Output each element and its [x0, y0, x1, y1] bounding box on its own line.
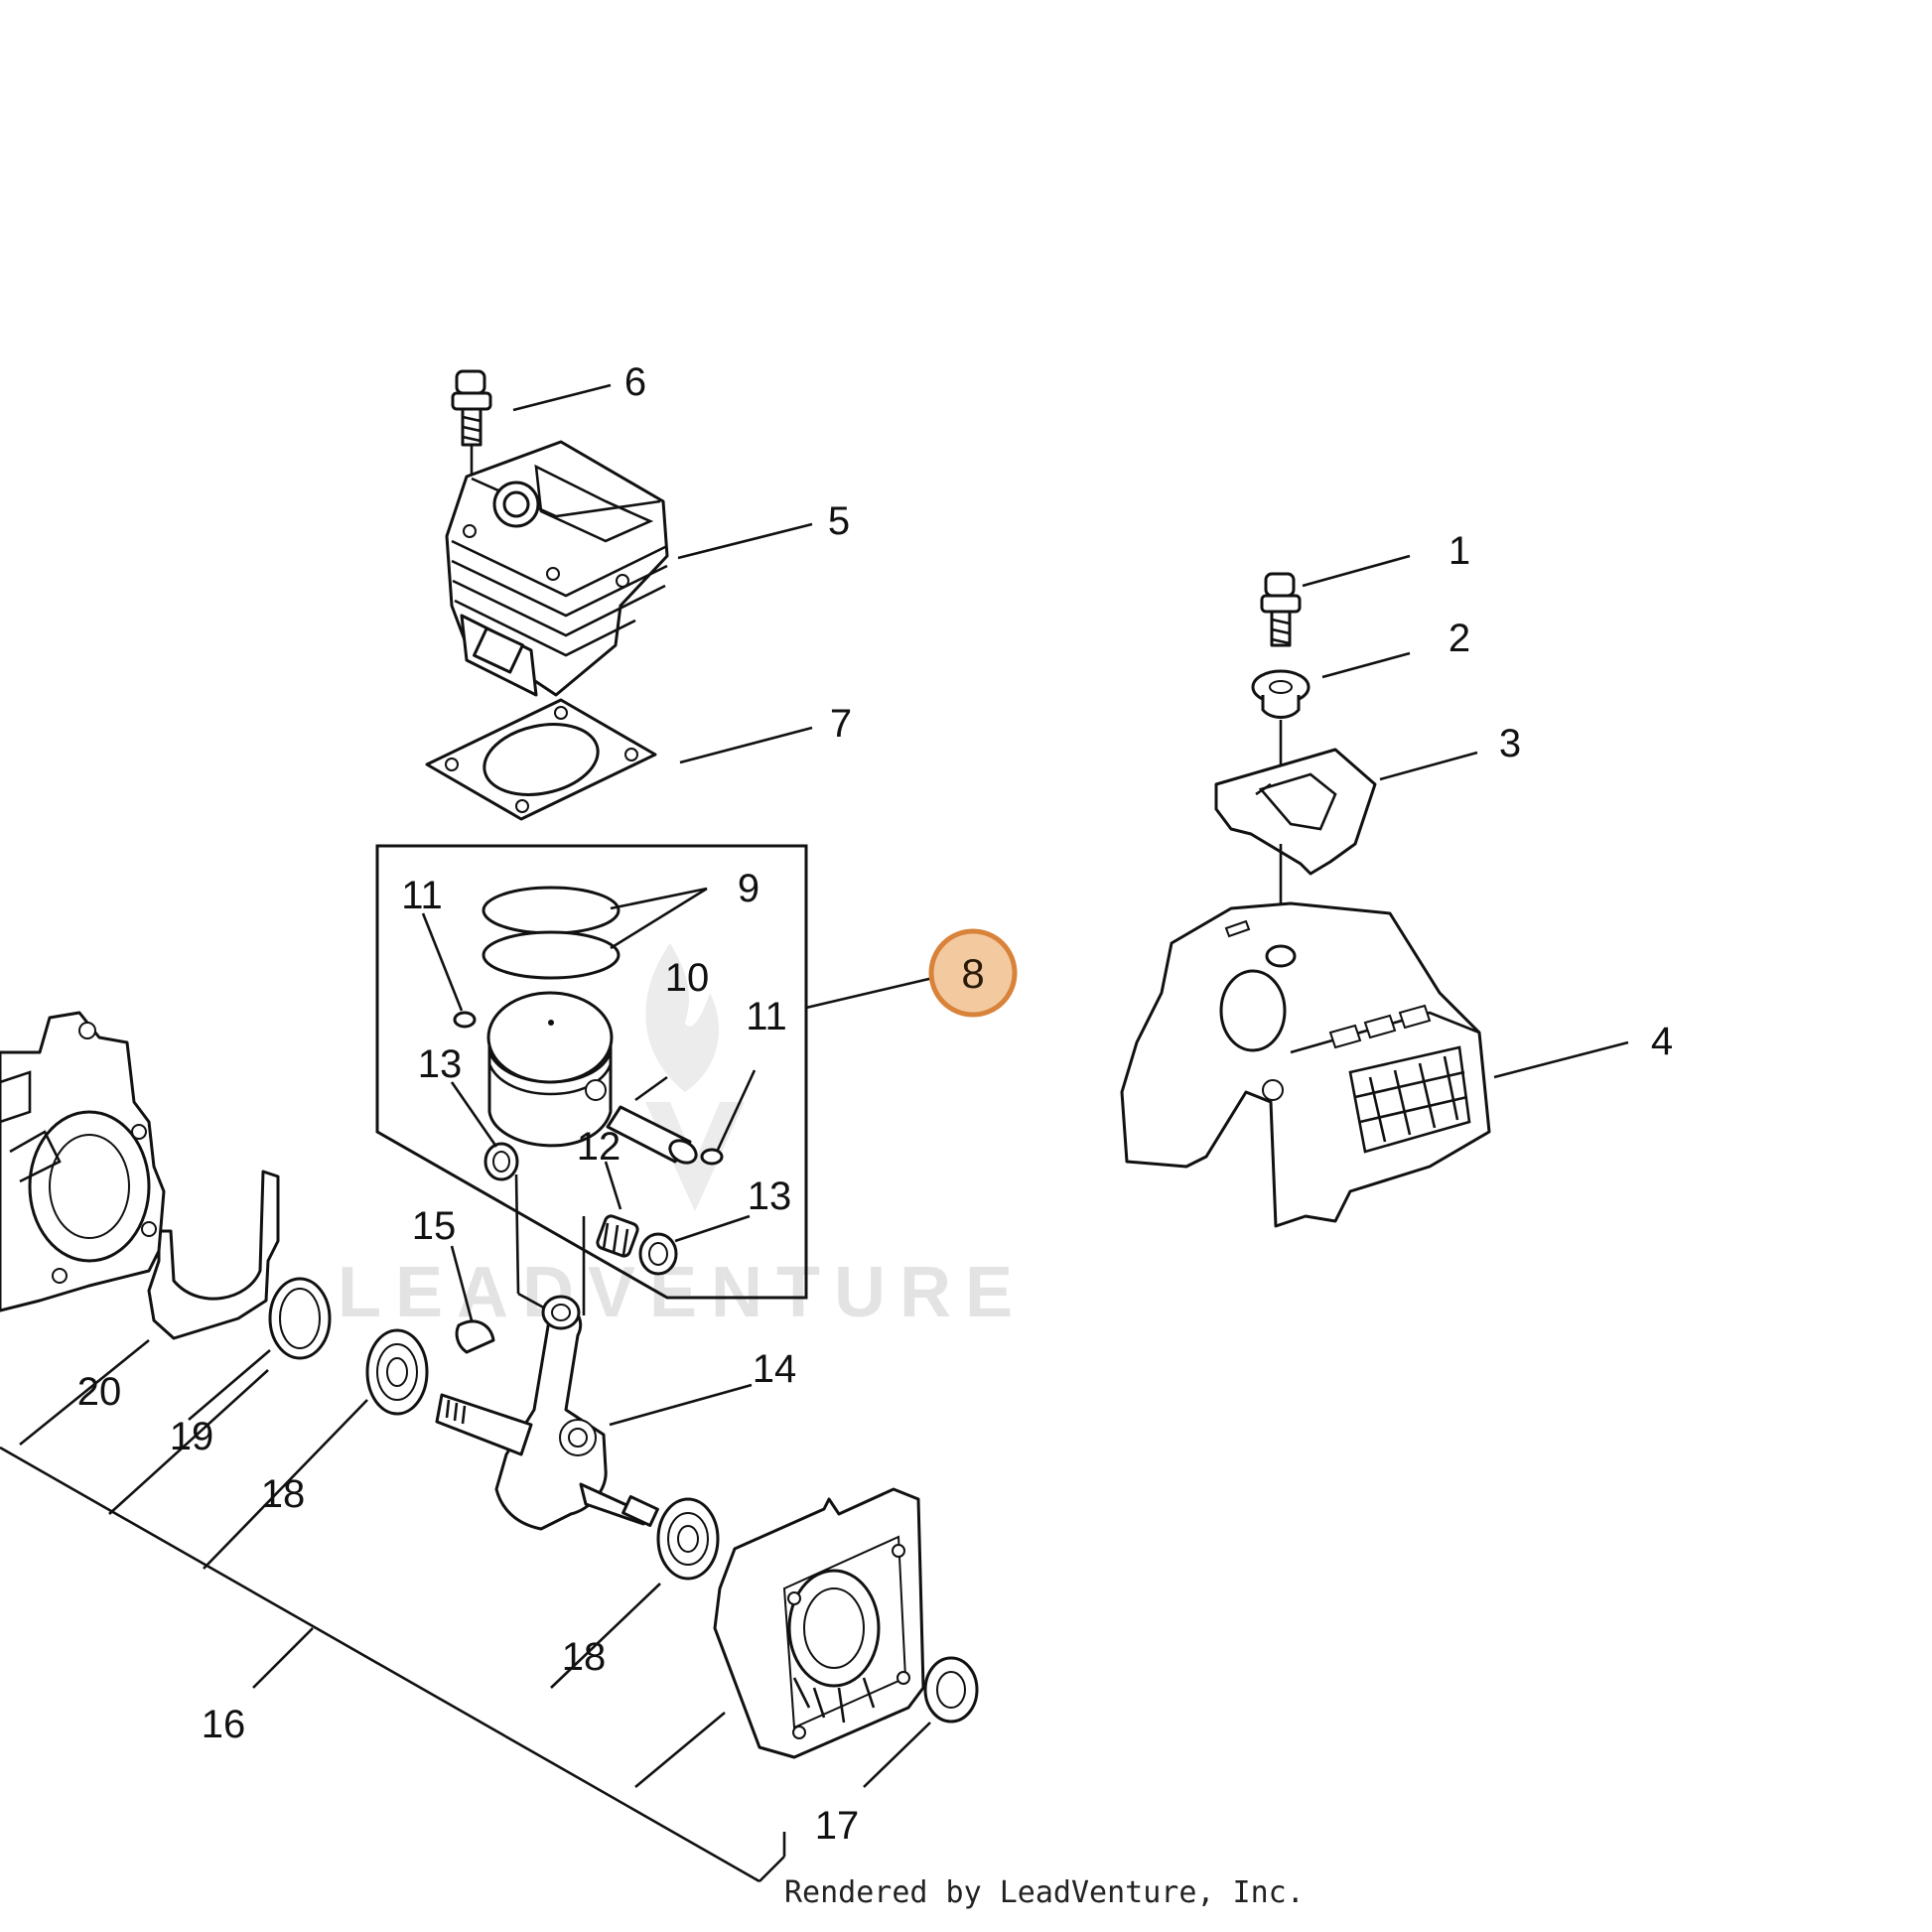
- callout-9[interactable]: 9: [738, 867, 759, 910]
- callout-19[interactable]: 19: [170, 1415, 214, 1458]
- callout-3[interactable]: 3: [1499, 722, 1521, 765]
- callout-8-label[interactable]: 8: [961, 950, 984, 997]
- callout-4[interactable]: 4: [1651, 1020, 1673, 1063]
- crankcase-right[interactable]: [713, 1487, 925, 1759]
- callout-16[interactable]: 16: [202, 1703, 246, 1746]
- watermark: LEADVENTURE: [338, 943, 1027, 1332]
- piston-pin-clip-right[interactable]: [700, 1148, 724, 1166]
- callout-13-right[interactable]: 13: [748, 1174, 792, 1218]
- callout-13-left[interactable]: 13: [418, 1042, 463, 1086]
- crank-bearing-right[interactable]: [656, 1497, 720, 1581]
- grommet[interactable]: [1251, 669, 1311, 719]
- callout-8-highlight[interactable]: [928, 928, 1018, 1018]
- crankshaft[interactable]: [435, 1295, 659, 1531]
- crank-bearing-left[interactable]: [365, 1328, 429, 1416]
- cylinder[interactable]: [445, 440, 669, 697]
- callout-12[interactable]: 12: [577, 1125, 621, 1169]
- crankcase-left[interactable]: [0, 1011, 166, 1312]
- oil-seal[interactable]: [923, 1656, 979, 1724]
- engine-shroud[interactable]: [1120, 901, 1491, 1228]
- piston-pin[interactable]: [606, 1105, 700, 1168]
- piston[interactable]: [486, 991, 614, 1148]
- spark-plug-cover[interactable]: [1214, 748, 1377, 876]
- callout-5[interactable]: 5: [828, 499, 850, 543]
- cylinder-gasket[interactable]: [425, 698, 657, 821]
- leader-lines: [0, 383, 1629, 1883]
- callout-6[interactable]: 6: [624, 360, 646, 404]
- snap-ring[interactable]: [268, 1277, 332, 1360]
- callout-18-right[interactable]: 18: [562, 1635, 607, 1679]
- callout-2[interactable]: 2: [1449, 617, 1470, 660]
- callout-11-left[interactable]: 11: [401, 874, 443, 917]
- callout-14[interactable]: 14: [753, 1347, 797, 1391]
- woodruff-key[interactable]: [455, 1319, 495, 1354]
- crankcase-gasket[interactable]: [147, 1170, 280, 1340]
- callout-1[interactable]: 1: [1449, 529, 1470, 573]
- watermark-text: LEADVENTURE: [338, 1253, 1027, 1332]
- callout-11-right[interactable]: 11: [746, 995, 787, 1038]
- thrust-washer-right[interactable]: [638, 1232, 678, 1276]
- piston-pin-clip-left[interactable]: [453, 1011, 477, 1029]
- thrust-washer-left[interactable]: [483, 1142, 519, 1181]
- callout-18-left[interactable]: 18: [261, 1472, 306, 1516]
- callout-20[interactable]: 20: [77, 1370, 122, 1414]
- piston-kit-box: [375, 844, 808, 1300]
- part-labels: 6 5 7 9 11 10 11 13 12 13 15 14 1 2 3 4 …: [77, 360, 1673, 1848]
- callout-7[interactable]: 7: [830, 702, 852, 746]
- render-credit: Rendered by LeadVenture, Inc.: [784, 1875, 1305, 1910]
- callout-17[interactable]: 17: [815, 1804, 860, 1848]
- needle-bearing[interactable]: [596, 1214, 639, 1258]
- callout-15[interactable]: 15: [412, 1204, 457, 1248]
- shroud-bolt[interactable]: [1260, 572, 1302, 647]
- piston-rings[interactable]: [482, 886, 621, 980]
- callout-10[interactable]: 10: [665, 956, 710, 1000]
